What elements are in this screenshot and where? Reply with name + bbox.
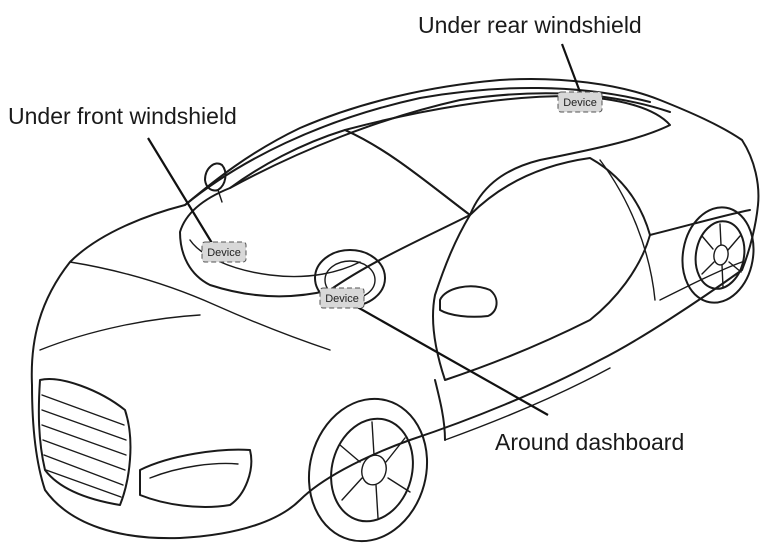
headlight bbox=[139, 448, 253, 508]
device-tag-front-text: Device bbox=[207, 247, 241, 259]
leader-line-rear bbox=[560, 43, 582, 93]
label-rear-windshield: Under rear windshield bbox=[418, 12, 642, 38]
device-tag-dash: Device bbox=[319, 287, 365, 309]
label-dashboard: Around dashboard bbox=[495, 429, 684, 455]
label-front-windshield: Under front windshield bbox=[8, 103, 237, 129]
leader-line-front bbox=[147, 137, 216, 249]
front-grille bbox=[37, 378, 132, 506]
rear-wheel bbox=[681, 206, 755, 304]
device-tag-rear-text: Device bbox=[563, 97, 597, 109]
leader-line-dash bbox=[351, 303, 549, 416]
device-tag-front: Device bbox=[201, 241, 247, 263]
rear-view-mirror bbox=[204, 162, 227, 203]
device-tag-rear: Device bbox=[557, 91, 603, 113]
front-wheel bbox=[307, 397, 429, 543]
car-body bbox=[30, 77, 760, 540]
device-tag-dash-text: Device bbox=[325, 293, 359, 305]
